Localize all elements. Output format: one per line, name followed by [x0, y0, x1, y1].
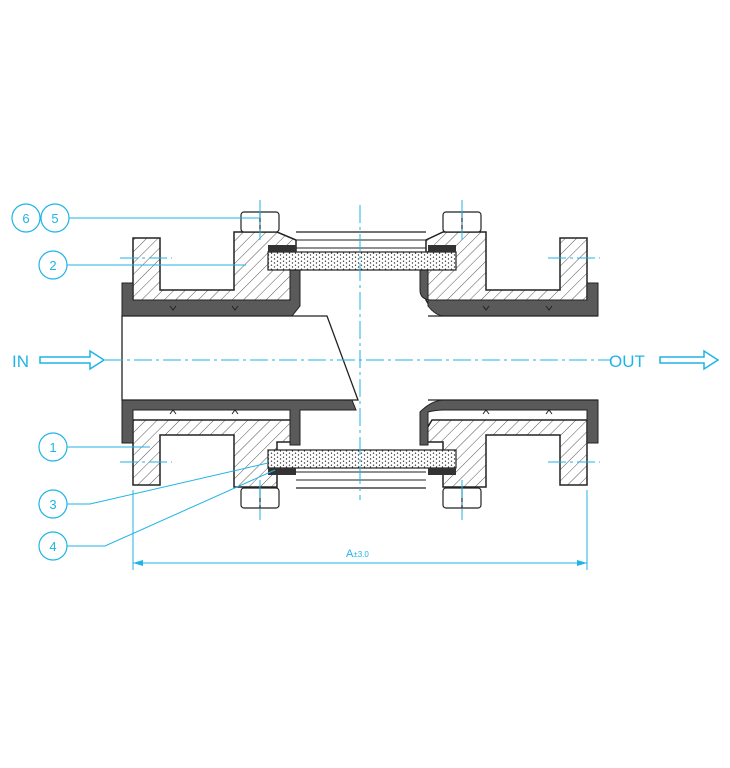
inlet-flow-arrow [39, 349, 106, 371]
left-flange-upper [132, 231, 297, 311]
svg-text:1: 1 [49, 440, 56, 455]
outlet-flow-arrow [659, 349, 720, 371]
svg-text:2: 2 [49, 258, 56, 273]
balloon-2: 2 [38, 250, 68, 280]
inlet-label: IN [12, 352, 29, 371]
svg-text:3: 3 [49, 497, 56, 512]
liner [121, 259, 599, 446]
balloon-5: 5 [40, 203, 70, 233]
outlet-label: OUT [609, 352, 645, 371]
glass-tube [267, 231, 457, 489]
right-flange-upper [425, 231, 588, 311]
dimension-label: A±3.0 [346, 548, 369, 560]
balloon-6: 6 [11, 203, 41, 233]
bore [121, 315, 598, 401]
svg-text:5: 5 [51, 211, 58, 226]
leader-lines [67, 217, 276, 547]
svg-text:6: 6 [22, 211, 29, 226]
balloon-1: 1 [38, 432, 68, 462]
balloon-4: 4 [38, 531, 68, 561]
overall-length-dimension [132, 490, 588, 570]
svg-text:4: 4 [49, 539, 56, 554]
balloon-3: 3 [38, 489, 68, 519]
center-lines [105, 200, 610, 520]
seal-marks [169, 305, 553, 415]
